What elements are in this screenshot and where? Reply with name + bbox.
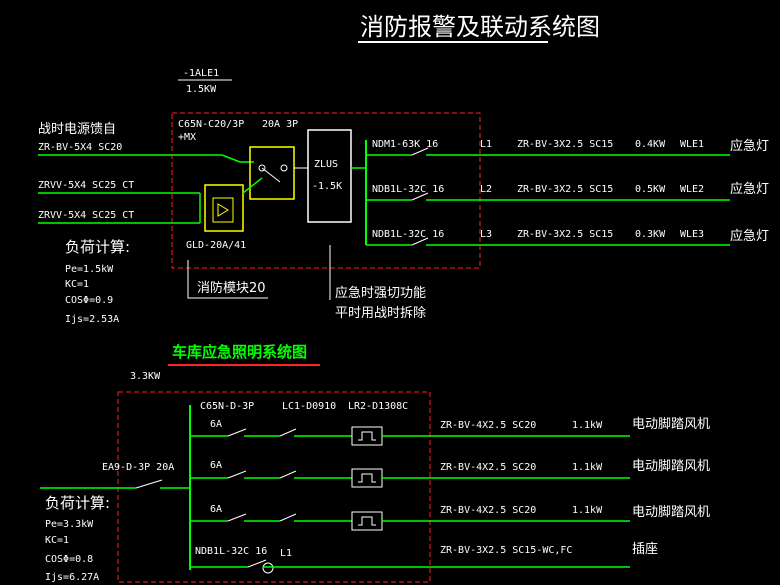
top-circuit-1-cable: ZR-BV-3X2.5 SC15 [517,139,613,150]
top-circuit-3-power: 0.3KW [635,229,666,240]
bottom-circuit-2-breaker: 6A [210,460,222,471]
bottom-panel-boundary [117,391,431,583]
bottom-load-kc: KC=1 [45,535,69,546]
top-circuit-3-id: L3 [480,229,492,240]
bottom-circuit-1-cable: ZR-BV-4X2.5 SC20 [440,420,536,431]
bottom-circuit-1: 6A ZR-BV-4X2.5 SC20 1.1kW 电动脚踏风机 [190,416,710,446]
bottom-circuit-3-breaker: 6A [210,504,222,515]
top-load-heading: 负荷计算: [65,238,130,256]
top-circuit-1-load: 应急灯 [730,138,769,154]
bottom-circuit-2: 6A ZR-BV-4X2.5 SC20 1.1kW 电动脚踏风机 [190,458,710,488]
bottom-load-heading: 负荷计算: [45,494,110,512]
bottom-circuit-3-power: 1.1kW [572,505,603,516]
bottom-subtitle: 车库应急照明系统图 [172,343,307,361]
top-circuit-2: NDB1L-32C 16 L2 ZR-BV-3X2.5 SC15 0.5KW W… [366,181,769,201]
bottom-socket-circuit: NDB1L-32C 16 L1 ZR-BV-3X2.5 SC15-WC,FC 插… [190,542,658,574]
zlus-label-2: -1.5K [312,181,342,192]
zlus-transfer-box [307,129,352,223]
main-breaker-aux: +MX [178,132,196,143]
main-breaker-label: C65N-C20/3P [178,119,244,130]
note-line-1: 应急时强切功能 [335,285,426,301]
socket-circuit-id: L1 [280,548,292,559]
bottom-circuit-3-cable: ZR-BV-4X2.5 SC20 [440,505,536,516]
top-circuit-1-id: L1 [480,139,492,150]
zlus-label-1: ZLUS [314,159,338,170]
note-line-2: 平时用战时拆除 [335,306,426,321]
top-circuit-2-load: 应急灯 [730,181,769,197]
top-circuit-1-breaker: NDM1-63K 16 [372,139,438,150]
bottom-main-breaker-label: EA9-D-3P 20A [102,462,174,473]
top-panel-boundary [171,112,481,269]
contactor-label: LC1-D0910 [282,401,336,412]
top-circuit-1: NDM1-63K 16 L1 ZR-BV-3X2.5 SC15 0.4KW WL… [366,138,769,156]
bottom-load-calc: 负荷计算: Pe=3.3kW KC=1 COSΦ=0.8 Ijs=6.27A [45,494,110,583]
socket-load: 插座 [632,542,658,557]
bottom-circuit-2-cable: ZR-BV-4X2.5 SC20 [440,462,536,473]
top-load-kc: KC=1 [65,279,89,290]
top-load-calc: 负荷计算: Pe=1.5kW KC=1 COSΦ=0.9 Ijs=2.53A [65,238,130,325]
socket-cable: ZR-BV-3X2.5 SC15-WC,FC [440,545,572,556]
top-circuit-3-breaker: NDB1L-32C 16 [372,229,444,240]
bottom-load-ijs: Ijs=6.27A [45,572,99,583]
top-circuit-2-power: 0.5KW [635,184,666,195]
top-circuit-3-cable: ZR-BV-3X2.5 SC15 [517,229,613,240]
ats-contact-b [280,164,288,172]
top-circuit-2-cable: ZR-BV-3X2.5 SC15 [517,184,613,195]
top-circuit-1-loop: WLE1 [680,139,704,150]
bottom-load-cos: COSΦ=0.8 [45,554,93,565]
bottom-circuit-3: 6A ZR-BV-4X2.5 SC20 1.1kW 电动脚踏风机 [190,504,710,531]
relay-icon [351,468,383,488]
bottom-circuit-1-load: 电动脚踏风机 [632,416,710,432]
relay-label: LR2-D1308C [348,401,408,412]
top-power: 1.5KW [186,84,217,95]
transfer-model-label: GLD-20A/41 [186,240,246,251]
fire-module-label: 消防模块20 [197,280,266,296]
bottom-power: 3.3KW [130,371,161,382]
top-breaker-id: -1ALE1 [183,68,219,79]
bottom-load-pe: Pe=3.3kW [45,519,94,530]
top-load-pe: Pe=1.5kW [65,264,114,275]
top-circuit-3-load: 应急灯 [730,228,769,244]
bottom-main-breaker-contact [135,479,163,489]
top-source-label: 战时电源馈自 [38,122,116,137]
fire-module-bracket [187,260,268,299]
top-circuit-2-loop: WLE2 [680,184,704,195]
branch-breaker-label: C65N-D-3P [200,401,254,412]
ats-contact-a [258,164,266,172]
bottom-circuit-1-breaker: 6A [210,419,222,430]
bottom-circuit-2-load: 电动脚踏风机 [632,458,710,474]
main-breaker-contact [221,154,241,163]
top-circuit-3: NDB1L-32C 16 L3 ZR-BV-3X2.5 SC15 0.3KW W… [366,228,769,246]
top-feeder3-label: ZRVV-5X4 SC25 CT [38,210,134,221]
transfer-arrow-icon [217,203,229,217]
top-circuit-3-loop: WLE3 [680,229,704,240]
ats-switch-box [249,146,295,200]
rcd-icon [262,562,274,574]
switch-rating-label: 20A 3P [262,119,298,130]
socket-breaker-label: NDB1L-32C 16 [195,546,267,557]
relay-icon [351,511,383,531]
top-load-ijs: Ijs=2.53A [65,314,119,325]
top-load-cos: COSΦ=0.9 [65,295,113,306]
top-feeder1-label: ZR-BV-5X4 SC20 [38,142,122,153]
diagram-title: 消防报警及联动系统图 [360,13,600,41]
top-circuit-2-breaker: NDB1L-32C 16 [372,184,444,195]
bottom-circuit-1-power: 1.1kW [572,420,603,431]
top-circuit-1-power: 0.4KW [635,139,666,150]
bottom-circuit-2-power: 1.1kW [572,462,603,473]
top-circuit-2-id: L2 [480,184,492,195]
bottom-circuit-3-load: 电动脚踏风机 [632,504,710,520]
relay-icon [351,426,383,446]
top-feeder2-label: ZRVV-5X4 SC25 CT [38,180,134,191]
transfer-device-box [204,184,244,232]
